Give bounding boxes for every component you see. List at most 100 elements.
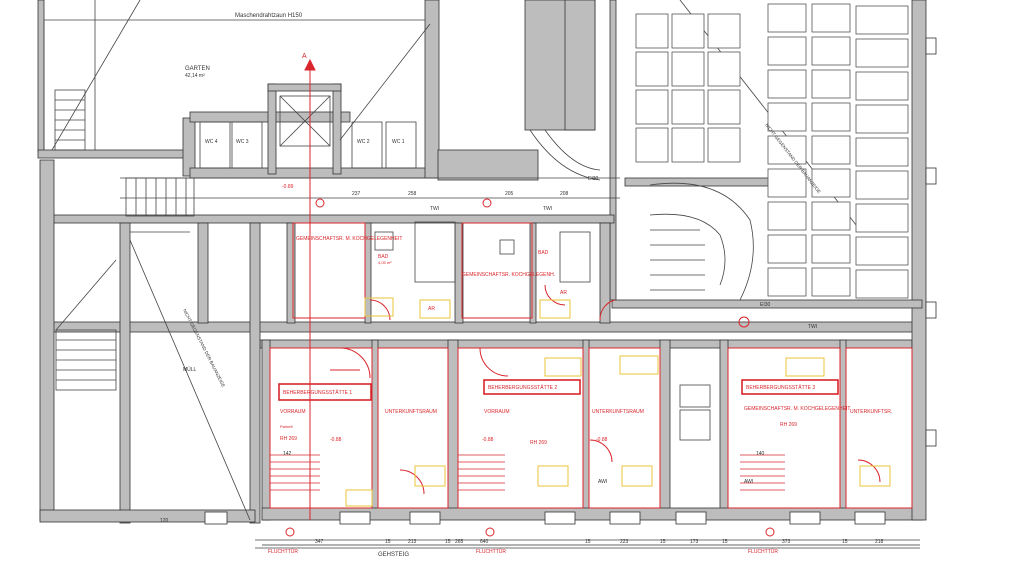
unterkunft3-label: UNTERKUNFTSR. — [850, 409, 892, 415]
yellow-annotations — [345, 297, 891, 507]
wc1-label: WC 1 — [392, 139, 405, 145]
grid-cell — [767, 102, 807, 132]
grid-cell — [707, 89, 741, 125]
level-1: -0.89 — [282, 184, 294, 190]
grid-cell — [811, 69, 851, 99]
wall-lift-top — [267, 83, 342, 92]
window-box — [925, 167, 937, 185]
wall-lift-right — [332, 83, 342, 175]
rh3-label: RH 269 — [780, 422, 797, 428]
grid-cell — [671, 13, 705, 49]
awi-1: AWI — [598, 479, 607, 485]
ar-right-label: AR — [560, 290, 567, 296]
rh2-label: RH 269 — [530, 440, 547, 446]
twi-1: TWI — [430, 206, 439, 212]
dim-15f: 15 — [842, 539, 848, 545]
window-box — [925, 37, 937, 55]
fence-label: Maschendrahtzaun H150 — [235, 13, 303, 19]
section-marker: A — [302, 53, 307, 60]
wall-right-tower — [911, 0, 927, 521]
wall-left-grenze — [249, 222, 261, 524]
dim-640: 640 — [480, 539, 489, 545]
window-box — [925, 429, 937, 447]
wall-courtyard-top — [437, 149, 539, 181]
ei30-2: EI30 — [760, 302, 771, 308]
wall-courtyard-left — [182, 117, 196, 177]
grid-cell — [855, 203, 909, 233]
vorraum2-label: VORRAUM — [484, 409, 510, 415]
grid-cell — [855, 236, 909, 266]
grid-cell — [767, 234, 807, 264]
grid-cell — [767, 135, 807, 165]
dim-208: 208 — [560, 191, 569, 197]
right-grid — [635, 3, 909, 299]
grid-cell — [635, 51, 669, 87]
dim-213: 213 — [408, 539, 417, 545]
bad-right-label: BAD — [538, 250, 549, 256]
garden-label: GARTEN — [185, 66, 210, 72]
dim-15b: 15 — [445, 539, 451, 545]
room-unterkunft2 — [588, 347, 661, 509]
dim-15a: 15 — [385, 539, 391, 545]
wall-wc-bottom — [189, 167, 441, 179]
wall-arch — [564, 0, 596, 131]
grid-cell — [767, 168, 807, 198]
wall-left-inner — [119, 222, 131, 524]
wc3-label: WC 3 — [236, 139, 249, 145]
grid-cell — [767, 3, 807, 33]
gemeinschaft-right-label: GEMEINSCHAFTSR. M. KOCHGELEGENHEIT — [744, 406, 850, 412]
grid-cell — [767, 201, 807, 231]
dim-120: 120 — [160, 518, 169, 524]
dim-265: 265 — [455, 539, 464, 545]
vorraum1-floor: Parkett — [280, 424, 294, 429]
bad-left-label: BAD — [378, 254, 389, 260]
wall-rooms-top — [259, 339, 921, 349]
fluchttuer2-label: FLUCHTTÜR — [476, 548, 506, 555]
grid-cell — [767, 36, 807, 66]
grid-cell — [811, 102, 851, 132]
wc4-label: WC 4 — [205, 139, 218, 145]
dim-142: 142 — [283, 451, 292, 457]
bad-left-area: 4,05 m² — [378, 260, 392, 265]
wall-stairwell — [624, 177, 776, 187]
wall-v2 — [371, 339, 379, 519]
grid-cell — [811, 36, 851, 66]
twi-3: TWI — [808, 324, 817, 330]
room-gemeinschaft-top — [292, 222, 366, 319]
level-3: -0.88 — [482, 437, 494, 443]
grid-cell — [855, 38, 909, 68]
dim-173: 173 — [690, 539, 699, 545]
unterkunft1-label: UNTERKUNFTSRAUM — [385, 409, 437, 415]
room-unterkunft3 — [845, 347, 913, 509]
muell-label: MÜLL — [183, 366, 197, 373]
wall-lift-left — [267, 83, 277, 175]
level-4: -0.88 — [596, 437, 608, 443]
grid-cell — [855, 137, 909, 167]
gemeinschaft-mid-label: GEMEINSCHAFTSR. KOCHGELEGENH. — [462, 272, 555, 278]
grid-cell — [635, 13, 669, 49]
grid-cell — [811, 168, 851, 198]
grid-cell — [767, 69, 807, 99]
dimension-labels: 347 15 213 15 265 640 15 223 15 173 15 3… — [160, 191, 884, 545]
dim-373: 373 — [782, 539, 791, 545]
dim-237: 237 — [352, 191, 361, 197]
dim-223: 223 — [620, 539, 629, 545]
wall-right-grid — [609, 0, 617, 301]
grid-cell — [855, 269, 909, 299]
wall-v6 — [719, 339, 729, 519]
fluchttuer3-label: FLUCHTTÜR — [748, 548, 778, 555]
grid-cell — [671, 51, 705, 87]
level-2: -0.88 — [330, 437, 342, 443]
walls — [37, 0, 927, 524]
grid-cell — [811, 234, 851, 264]
wall-u5 — [599, 222, 611, 324]
dim-15e: 15 — [722, 539, 728, 545]
wall-u1 — [286, 222, 296, 324]
window-boxes-right — [925, 37, 937, 447]
grid-cell — [811, 201, 851, 231]
wall-v3 — [447, 339, 459, 519]
grid-cell — [855, 5, 909, 35]
ar-left-label: AR — [428, 306, 435, 312]
dim-15d: 15 — [660, 539, 666, 545]
bottom-windows — [204, 511, 886, 525]
